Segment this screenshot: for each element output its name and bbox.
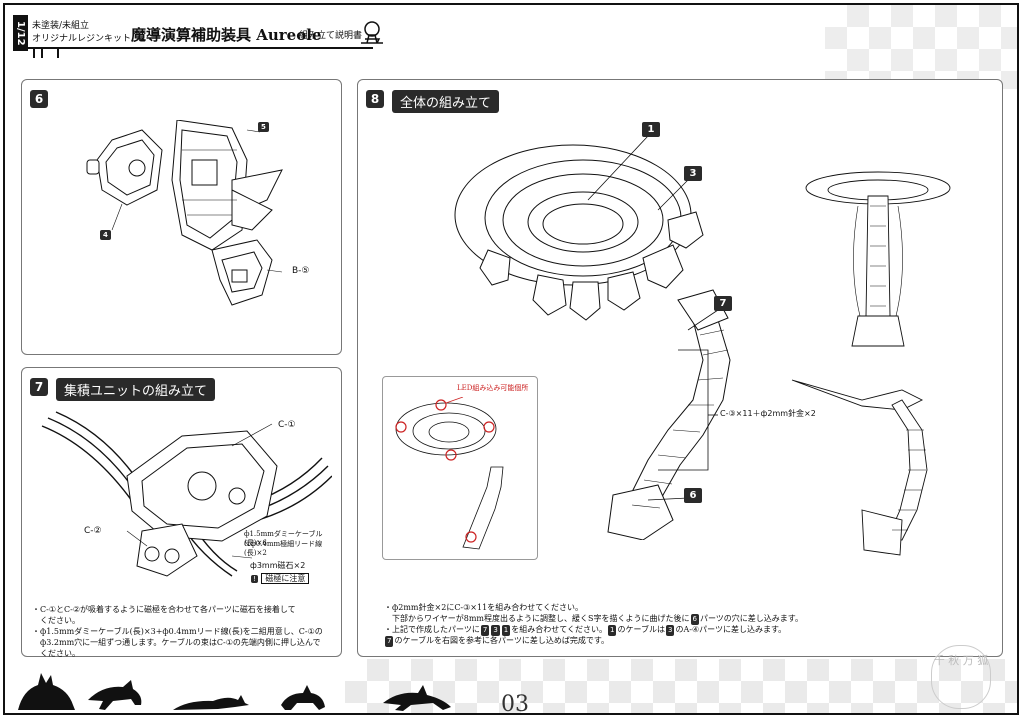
part-label-7: 7 [714,296,732,311]
part-label-5: 5 [258,122,269,132]
part-label-c1: C-① [278,420,296,430]
magnet-label: ф3mm磁石×2 [250,561,306,570]
step7-title: 集積ユニットの組み立て [56,378,216,401]
step6-parts-drawing [86,120,283,306]
page-frame: 1/12 未塗装/未組立 オリジナルレジンキット 魔導演算補助装具 Aureol… [3,3,1019,715]
step8-note-3b: を組み合わせてください。 [511,625,608,634]
part-label-3: 3 [684,166,702,181]
part-label-4: 4 [100,230,111,240]
led-inset-drawing [395,397,504,550]
header-tick [57,48,59,58]
step7-note-4: ф3.2mm穴に一組ずつ通します。ケーブルの束はC-①の先端内側に押し込んで [32,638,321,647]
warning-text: 磁極に注意 [261,573,310,584]
fox-silhouettes [18,673,451,711]
step7-unit-drawing [41,411,332,577]
step8-note-4-text: のケーブルを右図を参考に各パーツに差し込めば完成です。 [394,636,610,645]
inline-part-1: 1 [501,625,511,636]
inline-part-3b: 3 [666,625,675,636]
magnet-warning: ! 磁極に注意 [250,573,310,584]
seal-text: 千 秋 万 狐 [933,654,989,667]
step8-note-3a: ・上記で作成したパーツに [384,625,480,634]
page-number: 03 [501,692,529,715]
checker-top-right [825,5,1017,89]
inline-part-7b: 7 [385,636,394,647]
inline-part-1b: 1 [608,625,617,636]
step7-note-5: ください。 [32,649,80,658]
chain-label: C-③×11＋ф2mm針金×2 [720,409,816,418]
step8-main-drawing [454,144,731,540]
cable-note-2: &ф0.4mm極細リード線(長)×2 [244,540,323,557]
leader-lines [587,135,719,501]
panel-step-7: 7 集積ユニットの組み立て [21,367,342,658]
step7-note-3: ・ф1.5mmダミーケーブル(長)×3+ф0.4mmリード線(長)を二組用意し、… [32,627,323,636]
studio-seal: 千 秋 万 狐 [931,645,991,709]
step-number-6: 6 [30,90,48,108]
step-number-8: 8 [366,90,384,108]
header-rule [13,47,373,49]
completed-view-side [791,379,928,556]
completed-view-top [805,171,951,347]
page-title: 魔導演算補助装具 Aureole [131,26,322,44]
cable-note-1: ф1.5mmダミーケーブル(長)×6 [244,530,323,547]
inline-part-3: 3 [491,625,500,636]
step8-note-3c: のケーブルは [617,625,666,634]
step-number-7: 7 [30,378,48,396]
header-tick [33,48,35,58]
step7-note-2: ください。 [32,616,80,625]
scale-badge: 1/12 [13,15,28,51]
led-inset-box: LED組み込み可能個所 [382,376,538,560]
header-line2: オリジナルレジンキット [32,34,132,44]
step8-note-2b: パーツの穴に差し込みます。 [699,614,804,623]
step8-note-3d: のA-④パーツに差し込みます。 [675,625,787,634]
warning-icon: ! [251,575,258,583]
header: 1/12 未塗装/未組立 オリジナルレジンキット 魔導演算補助装具 Aureol… [13,15,413,55]
step7-note-1: ・C-①とC-②が吸着するように磁極を合わせて各パーツに磁石を接着して [32,605,296,614]
led-label: LED組み込み可能個所 [457,384,529,392]
inline-part-6: 6 [690,614,699,625]
part-label-1: 1 [642,122,660,137]
header-ornament-icon [361,21,383,44]
step8-note-2a: 下部からワイヤーが8mm程度出るように調整し、緩くS字を描くように曲げた後に [384,614,690,623]
step8-note-1: ・ф2mm針金×2にC-③×11を組み合わせてください。 [384,603,583,612]
part-label-c2: C-② [84,526,102,536]
step8-title: 全体の組み立て [392,90,500,113]
panel-step-8: 8 全体の組み立て [357,79,1003,657]
inline-part-7: 7 [480,625,490,636]
header-tick [41,48,43,58]
page-subtitle: 組み立て説明書 [299,31,363,41]
checker-bottom [345,659,1017,713]
part-label-6: 6 [684,488,702,503]
panel-step-6: 6 5 4 [21,79,342,355]
header-line1: 未塗装/未組立 [32,21,90,31]
part-label-b5: B-⑤ [292,266,310,276]
